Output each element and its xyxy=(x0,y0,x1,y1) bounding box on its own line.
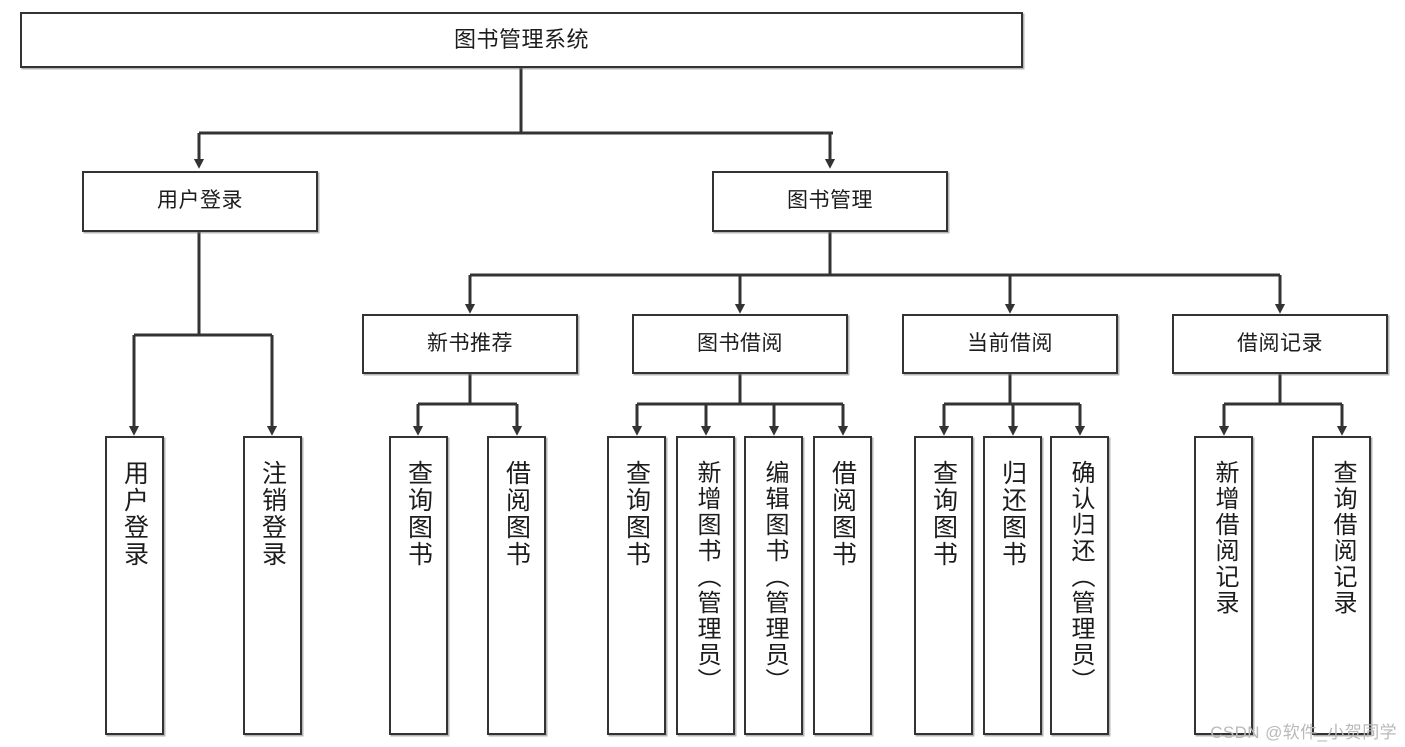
node-label: 借阅记录 xyxy=(1237,331,1323,355)
leaf-recommend-query-book[interactable]: 查询图书 xyxy=(389,436,448,735)
node-label: 编辑图书（管理员） xyxy=(760,460,788,694)
leaf-current-return-book[interactable]: 归还图书 xyxy=(983,436,1042,735)
node-label: 用户登录 xyxy=(157,189,243,213)
node-label: 借阅图书 xyxy=(502,460,531,568)
node-new-book-recommend[interactable]: 新书推荐 xyxy=(362,314,578,374)
leaf-recommend-borrow-book[interactable]: 借阅图书 xyxy=(487,436,546,735)
leaf-borrow-lend-book[interactable]: 借阅图书 xyxy=(813,436,872,735)
node-label: 用户登录 xyxy=(120,460,149,568)
node-label: 注销登录 xyxy=(258,460,287,568)
node-label: 查询图书 xyxy=(622,460,651,568)
watermark-text: CSDN @软件_小贺同学 xyxy=(1210,723,1397,742)
node-label: 新书推荐 xyxy=(427,331,513,355)
node-label: 新增图书（管理员） xyxy=(692,460,720,694)
leaf-user-logout[interactable]: 注销登录 xyxy=(243,436,302,735)
node-root-system[interactable]: 图书管理系统 xyxy=(20,12,1023,68)
leaf-user-login[interactable]: 用户登录 xyxy=(105,436,164,735)
node-label: 确认归还（管理员） xyxy=(1066,460,1094,694)
leaf-current-confirm-return-admin[interactable]: 确认归还（管理员） xyxy=(1050,436,1109,735)
leaf-record-add[interactable]: 新增借阅记录 xyxy=(1194,436,1253,735)
node-label: 查询图书 xyxy=(404,460,433,568)
node-borrow-record[interactable]: 借阅记录 xyxy=(1172,314,1388,374)
leaf-borrow-query-book[interactable]: 查询图书 xyxy=(607,436,666,735)
leaf-current-query-book[interactable]: 查询图书 xyxy=(914,436,973,735)
node-label: 图书借阅 xyxy=(697,331,783,355)
node-book-management[interactable]: 图书管理 xyxy=(712,171,948,232)
node-user-login[interactable]: 用户登录 xyxy=(82,171,318,232)
leaf-borrow-add-book-admin[interactable]: 新增图书（管理员） xyxy=(676,436,735,735)
leaf-borrow-edit-book-admin[interactable]: 编辑图书（管理员） xyxy=(744,436,803,735)
node-label: 查询借阅记录 xyxy=(1328,460,1356,616)
node-label: 图书管理系统 xyxy=(453,27,589,53)
node-label: 查询图书 xyxy=(929,460,958,568)
node-label: 新增借阅记录 xyxy=(1210,460,1238,616)
node-label: 借阅图书 xyxy=(828,460,857,568)
leaf-record-search[interactable]: 查询借阅记录 xyxy=(1312,436,1371,735)
node-label: 当前借阅 xyxy=(967,331,1053,355)
node-book-borrow[interactable]: 图书借阅 xyxy=(632,314,848,374)
node-current-borrow[interactable]: 当前借阅 xyxy=(902,314,1118,374)
node-label: 图书管理 xyxy=(787,189,873,213)
node-label: 归还图书 xyxy=(998,460,1027,568)
